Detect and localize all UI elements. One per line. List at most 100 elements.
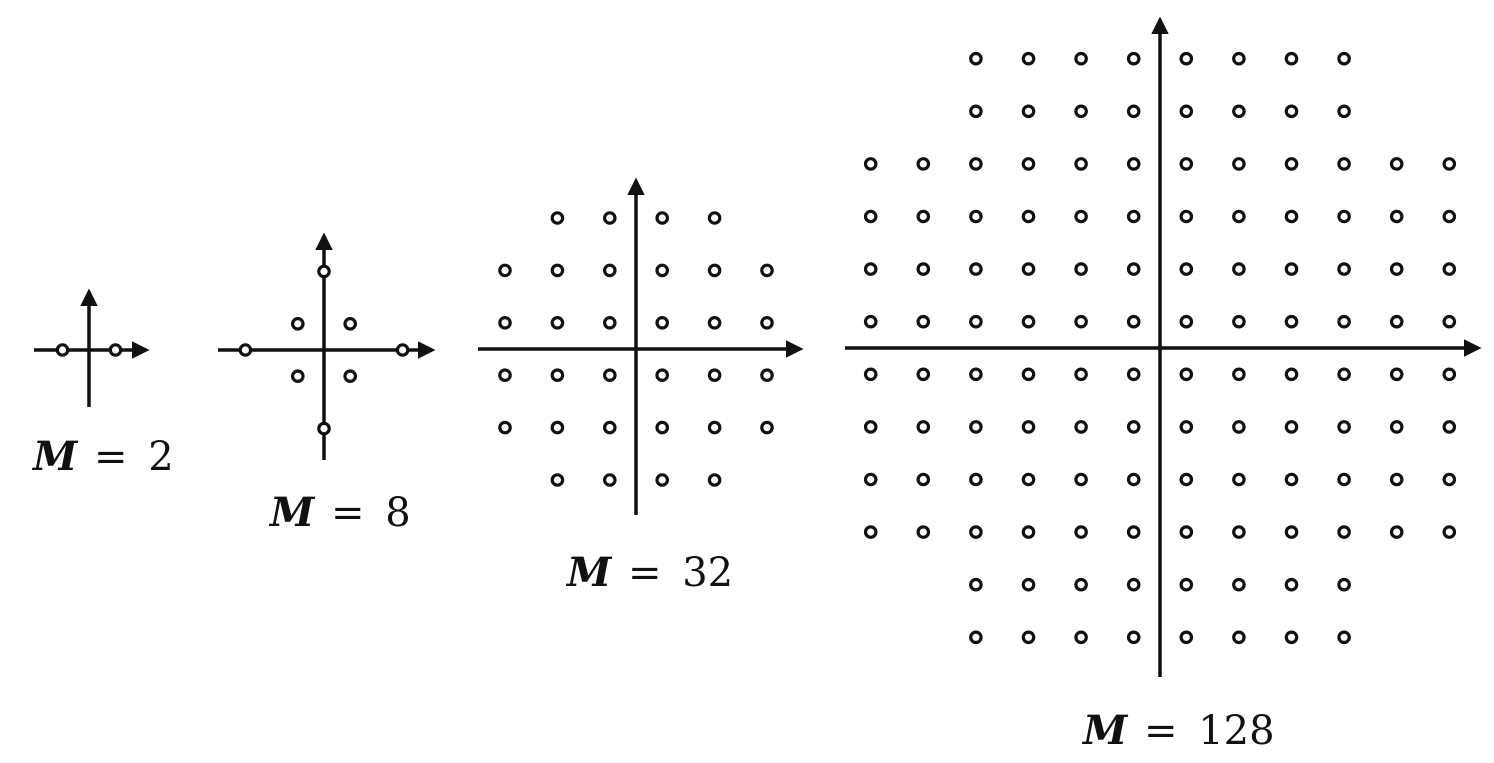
constellation-point [1126, 472, 1141, 487]
constellation-point [602, 263, 617, 278]
constellation-point [1126, 104, 1141, 119]
m128-caption-equals: = [1144, 708, 1178, 754]
constellation-point [1021, 209, 1036, 224]
constellation-point [1074, 525, 1088, 539]
constellation-point [969, 104, 983, 119]
constellation-point [1126, 262, 1141, 276]
m128-caption-value: 128 [1198, 708, 1274, 754]
constellation-point [707, 315, 722, 330]
constellation-point [1389, 209, 1404, 224]
constellation-point [1074, 630, 1088, 645]
constellation-point [1284, 367, 1299, 382]
constellation-point [916, 367, 931, 382]
constellation-point [290, 316, 305, 331]
constellation-point [1179, 51, 1194, 66]
constellation-point [1232, 630, 1246, 645]
constellation-point [343, 369, 357, 383]
constellation-point [1284, 525, 1299, 539]
constellation-point [1126, 367, 1141, 382]
constellation-point [1284, 314, 1299, 329]
constellation-point [1442, 525, 1457, 539]
constellation-point [238, 343, 253, 357]
constellation-point [916, 420, 931, 434]
constellation-point [1179, 577, 1194, 592]
constellation-point [1442, 367, 1457, 382]
m8-points [238, 264, 410, 436]
constellation-point [602, 211, 617, 225]
constellation-point [1389, 525, 1404, 539]
constellation-point [1389, 472, 1404, 487]
constellation-point [1337, 157, 1351, 171]
constellation-point [108, 343, 123, 357]
constellation-point [655, 368, 669, 382]
constellation-point [1232, 262, 1246, 276]
m2-caption: M = 2 [31, 433, 174, 480]
constellation-point [760, 368, 774, 382]
constellation-point [1021, 262, 1036, 276]
constellation-point [1126, 420, 1141, 434]
constellation-point [1021, 472, 1036, 487]
constellation-point [1126, 209, 1141, 224]
constellation-point [1179, 420, 1194, 434]
constellation-point [1232, 577, 1246, 592]
constellation-point [498, 420, 512, 435]
constellation-point [969, 314, 983, 329]
constellation-point [1074, 262, 1088, 276]
constellation-point [760, 315, 774, 330]
constellation-point [602, 473, 617, 487]
constellation-point [1179, 314, 1194, 329]
constellation-point [916, 472, 931, 487]
constellation-point [1232, 367, 1246, 382]
constellation-point [1284, 262, 1299, 276]
constellation-point [1074, 314, 1088, 329]
constellation-point [1179, 630, 1194, 645]
constellation-point [1389, 367, 1404, 382]
constellation-point [916, 209, 931, 224]
constellation-point [395, 343, 410, 357]
constellation-point [707, 473, 722, 487]
constellation-point [1126, 630, 1141, 645]
constellation-point [969, 525, 983, 539]
constellation-point [1232, 525, 1246, 539]
m32-caption: M = 32 [565, 549, 733, 596]
constellation-point [343, 316, 357, 331]
constellation-point [707, 263, 722, 278]
constellation-point [655, 473, 669, 487]
constellation-point [969, 51, 983, 66]
constellation-m8: M = 8 [218, 232, 436, 536]
constellation-point [1284, 104, 1299, 119]
constellation-point [1232, 420, 1246, 434]
constellation-point [1284, 472, 1299, 487]
constellation-point [1389, 314, 1404, 329]
constellation-point [1179, 367, 1194, 382]
constellation-point [863, 157, 878, 171]
constellation-point [1179, 209, 1194, 224]
constellation-point [290, 369, 305, 383]
constellation-point [655, 315, 669, 330]
constellation-point [1232, 51, 1246, 66]
constellation-point [602, 420, 617, 435]
constellation-point [550, 368, 565, 382]
m8-caption-equals: = [331, 490, 365, 536]
constellation-point [760, 420, 774, 435]
constellation-point [1179, 104, 1194, 119]
constellation-point [1232, 157, 1246, 171]
constellation-point [1021, 577, 1036, 592]
constellation-point [707, 211, 722, 225]
m8-caption: M = 8 [268, 489, 411, 536]
constellation-point [550, 263, 565, 278]
constellation-point [1021, 104, 1036, 119]
constellation-point [969, 367, 983, 382]
constellation-point [1337, 577, 1351, 592]
constellation-point [969, 577, 983, 592]
constellation-point [969, 630, 983, 645]
m2-points [55, 343, 123, 357]
constellation-point [550, 420, 565, 435]
constellation-point [317, 421, 331, 436]
constellation-point [1337, 367, 1351, 382]
constellation-point [1232, 472, 1246, 487]
constellation-point [655, 420, 669, 435]
constellation-point [550, 315, 565, 330]
m8-caption-value: 8 [385, 490, 410, 536]
constellation-point [863, 262, 878, 276]
